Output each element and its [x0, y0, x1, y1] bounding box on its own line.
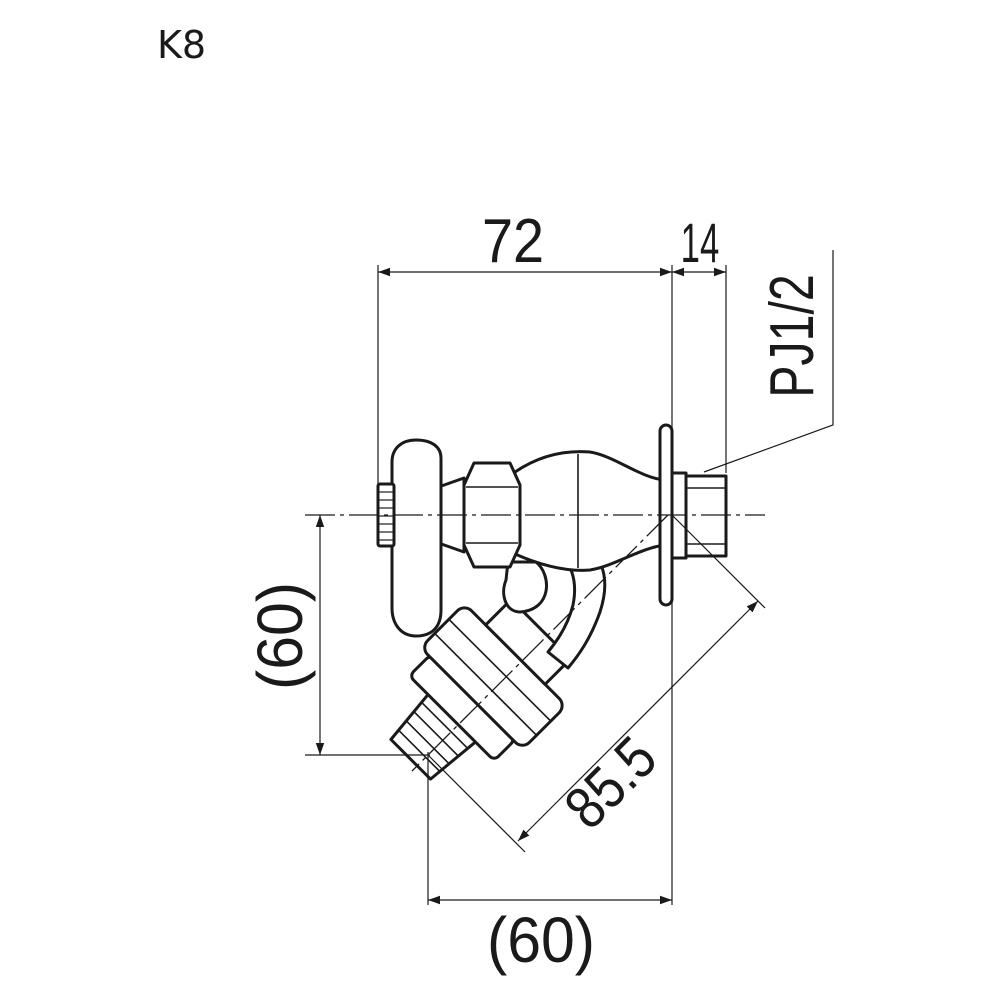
dimension-lines: [315, 250, 834, 905]
thread-spec-label: PJ1/2: [757, 274, 826, 398]
thread-leader: [703, 250, 834, 473]
dim-14-label: 14: [681, 212, 720, 275]
dim-horizontal-60-label: (60): [487, 905, 595, 977]
dim-line-85-5: [517, 600, 759, 842]
handle: [390, 438, 443, 638]
dim-72-label: 72: [482, 207, 544, 275]
threaded-end: [670, 471, 728, 560]
dim-85-5-label: 85.5: [552, 724, 669, 841]
dim-vertical-60-label: (60): [245, 582, 317, 690]
faucet-body: [376, 423, 728, 781]
model-label: K8: [157, 23, 206, 67]
